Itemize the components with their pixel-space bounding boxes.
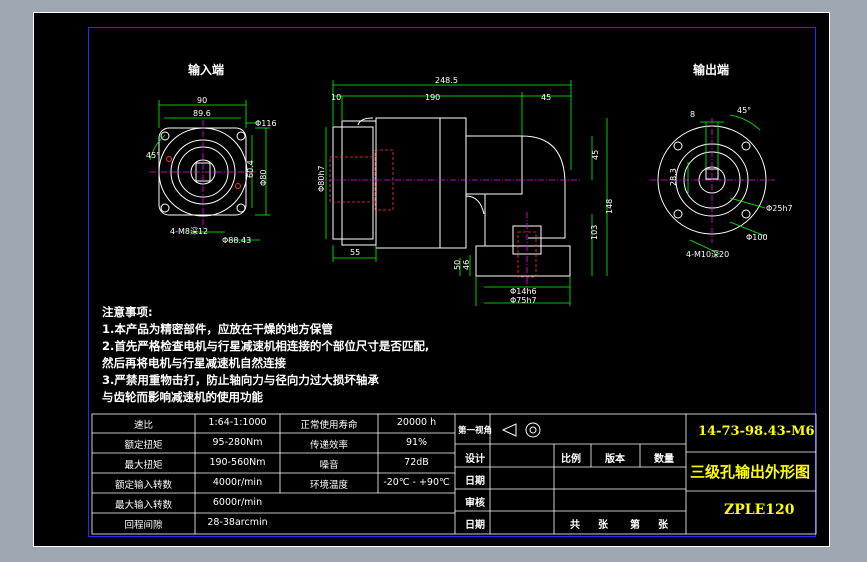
drawing-sheet [33, 12, 830, 547]
svg-text:Φ116: Φ116 [255, 119, 277, 128]
svg-text:103: 103 [590, 225, 599, 240]
note-line: 1.本产品为精密部件，应放在干燥的地方保管 [102, 322, 333, 336]
spec-value: 6000r/min [212, 497, 263, 508]
svg-text:45: 45 [541, 93, 551, 102]
spec-label: 正常使用寿命 [300, 420, 358, 431]
spec-value: 1:64-1:1000 [208, 417, 267, 428]
spec-label: 最大扭矩 [124, 460, 163, 471]
svg-text:4-M10深20: 4-M10深20 [686, 250, 729, 259]
tb-row-label: 审核 [465, 498, 485, 509]
svg-text:190: 190 [425, 93, 440, 102]
spec-value: 28-38arcmin [207, 517, 268, 528]
spec-value: -20℃ - +90℃ [383, 477, 450, 488]
spec-label: 速比 [133, 420, 153, 431]
svg-text:45: 45 [591, 150, 600, 160]
svg-text:Φ100: Φ100 [746, 233, 768, 242]
spec-label: 最大输入转数 [114, 500, 172, 511]
svg-text:Φ25h7: Φ25h7 [766, 204, 793, 213]
svg-text:89.6: 89.6 [193, 109, 211, 118]
svg-text:148: 148 [605, 199, 614, 214]
svg-text:Φ80h7: Φ80h7 [317, 165, 326, 192]
spec-value: 4000r/min [212, 477, 263, 488]
tb-sheet-text: 张 [658, 520, 668, 531]
model-number: ZPLE120 [724, 502, 795, 518]
spec-value: 91% [405, 437, 428, 448]
note-line: 与齿轮而影响减速机的使用功能 [102, 390, 263, 404]
spec-label: 额定输入转数 [114, 480, 172, 491]
svg-text:8: 8 [690, 110, 695, 119]
output-end-label: 输出端 [693, 63, 730, 77]
svg-text:28.3: 28.3 [669, 168, 678, 186]
spec-value: 190-560Nm [209, 457, 266, 468]
svg-text:10: 10 [331, 93, 341, 102]
note-line: 然后再将电机与行星减速机自然连接 [102, 356, 286, 370]
tb-header: 版本 [605, 454, 625, 465]
svg-text:45°: 45° [737, 106, 751, 115]
tb-row-label: 设计 [465, 454, 485, 465]
projection-symbol [501, 422, 541, 438]
svg-text:Φ14h6: Φ14h6 [510, 287, 537, 296]
spec-value: 95-280Nm [212, 437, 263, 448]
spec-label: 噪音 [319, 460, 339, 471]
svg-text:4-M8深12: 4-M8深12 [170, 227, 208, 236]
spec-label: 额定扭矩 [124, 440, 163, 451]
drawing-number: 14-73-98.43-M6 [698, 424, 815, 439]
spec-table-lines [91, 413, 817, 535]
note-line: 2.首先严格检查电机与行星减速机相连接的个部位尺寸是否匹配, [102, 339, 430, 353]
tb-row-label: 日期 [465, 520, 485, 531]
svg-text:50: 50 [453, 260, 462, 270]
side-view [332, 117, 571, 277]
tb-header: 比例 [561, 454, 581, 465]
spec-value: 20000 h [396, 417, 437, 428]
svg-text:90: 90 [197, 96, 207, 105]
drawing-title: 三级孔输出外形图 [690, 463, 811, 481]
drawing-frame [88, 27, 816, 537]
tb-sheet-text: 共 [570, 520, 580, 531]
spec-label: 回程间隙 [124, 520, 163, 531]
svg-text:Φ75h7: Φ75h7 [510, 296, 537, 305]
spec-label: 环境温度 [309, 480, 348, 491]
input-end-label: 输入端 [188, 63, 225, 77]
svg-text:55: 55 [350, 248, 360, 257]
svg-text:45°: 45° [146, 151, 160, 160]
tb-header: 数量 [654, 454, 674, 465]
spec-value: 72dB [404, 457, 429, 468]
tb-sheet-text: 第 [630, 520, 640, 531]
tb-sheet-text: 张 [598, 520, 608, 531]
notes-title: 注意事项: [102, 305, 153, 319]
projection-label: 第一视角 [458, 426, 493, 436]
svg-text:Φ88.43: Φ88.43 [222, 236, 251, 245]
svg-text:60.4: 60.4 [246, 160, 255, 178]
note-line: 3.严禁用重物击打，防止轴向力与径向力过大损坏轴承 [102, 373, 379, 387]
spec-label: 传递效率 [309, 440, 348, 451]
svg-text:Φ80: Φ80 [259, 170, 268, 186]
svg-text:248.5: 248.5 [435, 76, 458, 85]
tb-row-label: 日期 [465, 476, 485, 487]
svg-text:46: 46 [462, 260, 471, 270]
